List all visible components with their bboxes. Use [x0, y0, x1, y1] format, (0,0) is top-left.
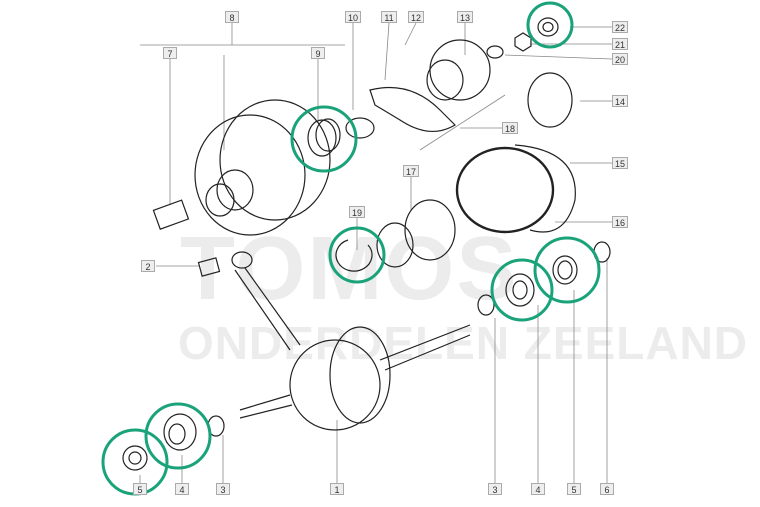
highlight-circlip — [328, 226, 386, 284]
part-label-15: 15 — [612, 157, 628, 169]
part-label-3-right: 3 — [488, 483, 502, 495]
part-label-20: 20 — [612, 53, 628, 65]
part-label-21: 21 — [612, 38, 628, 50]
highlight-circles — [101, 1, 601, 496]
part-label-2: 2 — [141, 260, 155, 272]
part-label-12: 12 — [408, 11, 424, 23]
highlight-bearing-22 — [526, 1, 574, 49]
part-label-16: 16 — [612, 216, 628, 228]
part-label-18: 18 — [502, 122, 518, 134]
highlight-needle-bearing — [290, 105, 358, 173]
part-label-6: 6 — [600, 483, 614, 495]
part-label-19: 19 — [349, 206, 365, 218]
highlight-bearing-4-left — [144, 402, 212, 470]
part-label-8: 8 — [225, 11, 239, 23]
watermark-brand: TOMOS — [180, 219, 519, 319]
part-label-10: 10 — [345, 11, 361, 23]
part-label-7: 7 — [163, 47, 177, 59]
clutch-drum — [152, 99, 331, 236]
part-label-3-left: 3 — [216, 483, 230, 495]
part-label-5-left: 5 — [133, 483, 147, 495]
highlight-bearing-4-right — [490, 258, 554, 322]
part-label-9: 9 — [311, 47, 325, 59]
part-label-17: 17 — [403, 165, 419, 177]
highlight-seal-5-right — [533, 236, 601, 304]
part-label-22: 22 — [612, 21, 628, 33]
part-label-4-left: 4 — [175, 483, 189, 495]
part-label-13: 13 — [457, 11, 473, 23]
part-label-4-right: 4 — [531, 483, 545, 495]
part-label-14: 14 — [612, 95, 628, 107]
part-label-5-right: 5 — [567, 483, 581, 495]
part-label-1: 1 — [330, 483, 344, 495]
part-label-11: 11 — [381, 11, 397, 23]
